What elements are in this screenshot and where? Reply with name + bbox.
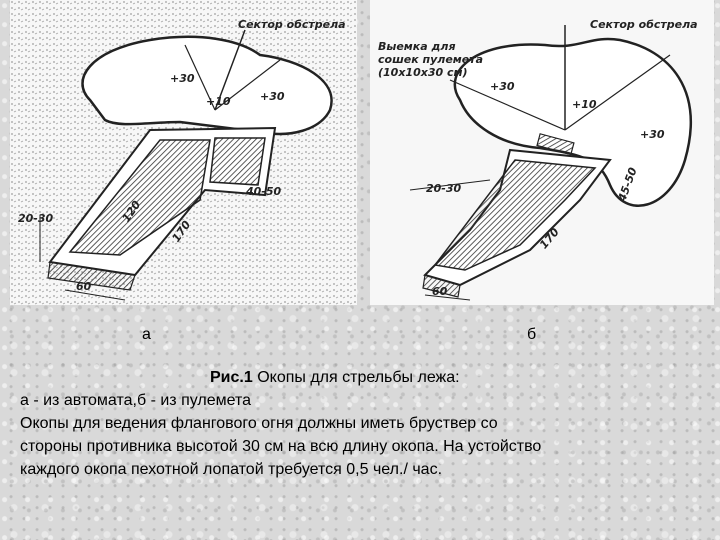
caption-figure-number: Рис.1 [210,369,253,386]
subfigure-label-b: б [527,326,537,343]
elevation-label-b3: +30 [640,128,665,141]
dimension-label-b-width: 60 [432,285,448,298]
dimension-label-a-depth: 20-30 [18,212,54,225]
elevation-label-a3: +30 [260,90,285,103]
notch-label-b-2: сошек пулемета [378,53,484,66]
caption-title-text: Окопы для стрельбы лежа: [252,369,460,386]
subfigure-label-a: а [142,326,151,343]
sector-label-b: Сектор обстрела [590,18,698,31]
caption-line-2: а - из автомата,б - из пулемета [20,392,252,409]
caption: Рис.1 Окопы для стрельбы лежа: а - из ав… [20,366,710,481]
dimension-label-b-depth: 20-30 [426,182,462,195]
figure-a-drawing: Сектор обстрела +30 +10 +30 20-30 60 170… [10,0,357,305]
notch-label-b-3: (10х10х30 см) [378,66,468,79]
dimension-label-a-side: 40-50 [246,185,282,198]
trench-b-sketch [409,25,692,301]
caption-line-5: каждого окопа пехотной лопатой требуется… [20,461,443,478]
elevation-label-b2: +10 [572,98,597,111]
elevation-label-a1: +30 [170,72,195,85]
sector-label-a: Сектор обстрела [238,18,346,31]
dimension-label-a-width: 60 [76,280,92,293]
elevation-label-b1: +30 [490,80,515,93]
notch-label-b-1: Выемка для [378,40,456,53]
trench-a-sketch [10,0,357,305]
figure-b-drawing: Сектор обстрела Выемка для сошек пулемет… [370,0,714,305]
elevation-label-a2: +10 [206,95,231,108]
caption-title: Рис.1 Окопы для стрельбы лежа: [20,366,710,389]
caption-line-4: стороны противника высотой 30 см на всю … [20,438,542,455]
caption-line-3: Окопы для ведения флангового огня должны… [20,415,498,432]
